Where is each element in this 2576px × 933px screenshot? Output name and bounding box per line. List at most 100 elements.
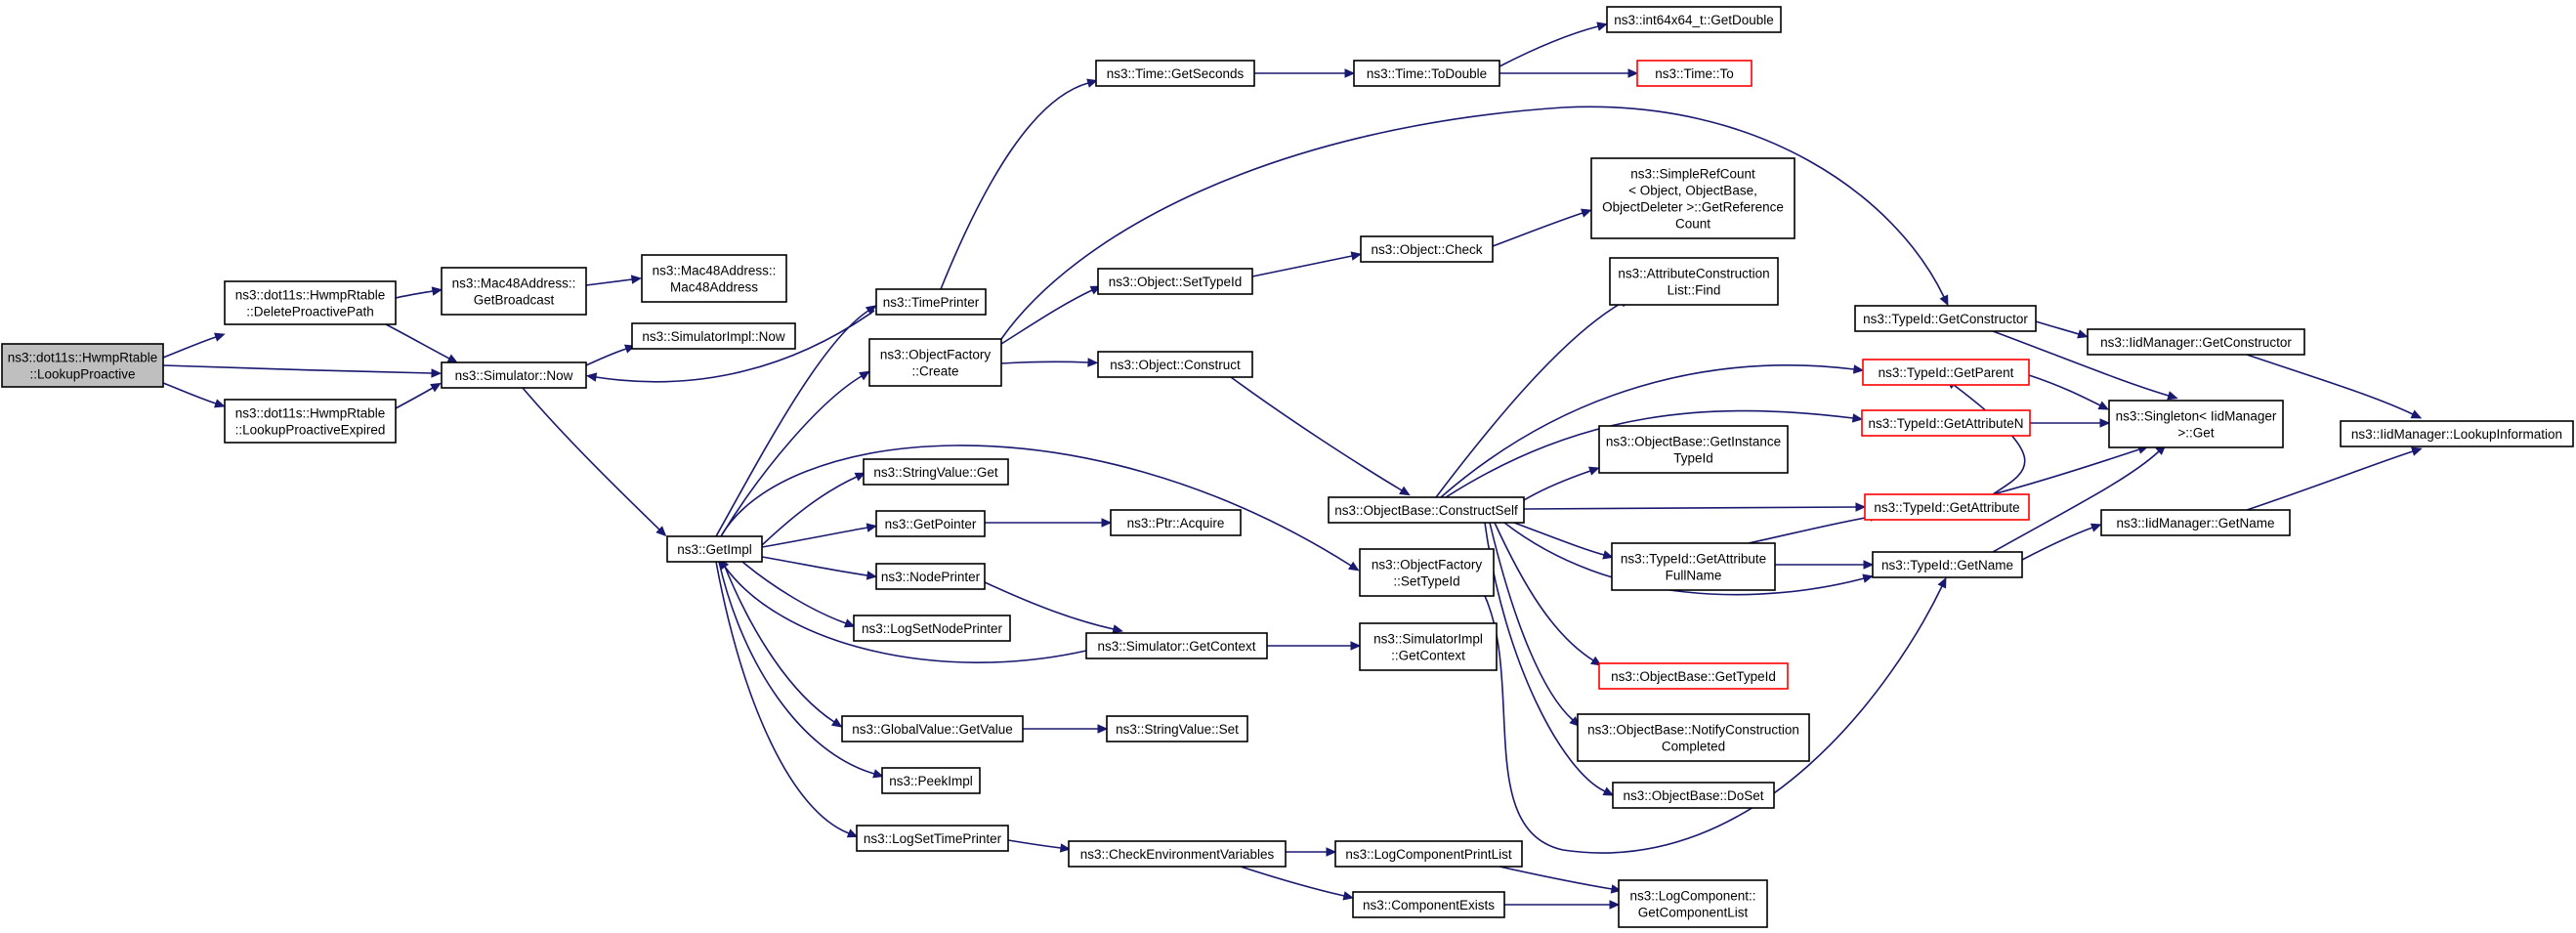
edge-typeid_get_constructor-to-singleton_iidmanager_get	[1992, 330, 2178, 401]
node-singleton-iidmanager-get[interactable]: ns3::Singleton< IidManager>::Get	[2108, 400, 2284, 448]
node-string-value-get[interactable]: ns3::StringValue::Get	[863, 458, 1009, 486]
node-label-line: >::Get	[2177, 426, 2214, 441]
edge-time_printer-to-time_get_seconds	[940, 78, 1098, 290]
node-box	[853, 615, 1011, 642]
node-check-env-vars[interactable]: ns3::CheckEnvironmentVariables	[1068, 840, 1287, 868]
node-typeid-get-attribute[interactable]: ns3::TypeId::GetAttribute	[1864, 493, 2030, 521]
edge-arrowhead	[630, 275, 643, 284]
node-time-to[interactable]: ns3::Time::To	[1636, 60, 1753, 87]
node-ptr-acquire[interactable]: ns3::Ptr::Acquire	[1110, 509, 1242, 536]
node-object-construct[interactable]: ns3::Object::Construct	[1097, 351, 1253, 378]
edge-object_factory_set_type_id-to-typeid_get_name	[1484, 576, 1947, 854]
node-mac48-ctor[interactable]: ns3::Mac48Address::Mac48Address	[641, 254, 787, 303]
edge-arrowhead	[1855, 502, 1867, 512]
edge-arrowhead	[1101, 518, 1113, 528]
edge-arrowhead	[1097, 724, 1109, 734]
node-box	[1612, 782, 1775, 809]
edge-log_component_print_list-to-log_component_get_component_list	[1499, 866, 1623, 894]
node-objectbase-construct-self[interactable]: ns3::ObjectBase::ConstructSelf	[1328, 496, 1525, 524]
call-graph-edges	[162, 21, 2423, 910]
node-label-line: ::DeleteProactivePath	[246, 305, 374, 319]
edge-lookup_proactive-to-lookup_proactive_expired	[162, 382, 226, 408]
edge-simulator_now-to-get_impl	[522, 387, 667, 537]
node-objectbase-get-type-id[interactable]: ns3::ObjectBase::GetTypeId	[1598, 662, 1789, 690]
node-typeid-get-constructor[interactable]: ns3::TypeId::GetConstructor	[1854, 305, 2037, 332]
edge-node_printer-to-simulator_get_context	[984, 581, 1123, 634]
node-log-component-get-component-list[interactable]: ns3::LogComponent::GetComponentList	[1618, 879, 1768, 928]
node-box	[1360, 235, 1494, 263]
edge-arrowhead	[872, 769, 884, 779]
edge-arrowhead	[1862, 573, 1874, 583]
edge-lookup_proactive-to-delete_proactive_path	[162, 332, 226, 359]
node-object-factory-set-type-id[interactable]: ns3::ObjectFactory::SetTypeId	[1359, 548, 1495, 597]
edge-simulator_get_context-to-simulatorimpl_get_context	[1267, 641, 1362, 651]
node-object-set-type-id[interactable]: ns3::Object::SetTypeId	[1097, 268, 1253, 295]
node-box	[1864, 493, 2030, 521]
node-label-line: ns3::TypeId::GetAttribute	[1621, 552, 1766, 567]
node-box	[441, 361, 587, 389]
node-box	[1636, 60, 1753, 87]
node-log-set-node-printer[interactable]: ns3::LogSetNodePrinter	[853, 615, 1011, 642]
edge-arrowhead	[1087, 358, 1099, 367]
edge-arrowhead	[1851, 413, 1864, 423]
node-time-to-double[interactable]: ns3::Time::ToDouble	[1353, 60, 1500, 87]
edge-arrowhead	[1589, 656, 1602, 666]
node-time-get-seconds[interactable]: ns3::Time::GetSeconds	[1095, 60, 1255, 87]
node-int64x64-get-double[interactable]: ns3::int64x64_t::GetDouble	[1606, 6, 1782, 33]
edge-arrowhead	[846, 828, 859, 838]
node-objectbase-do-set[interactable]: ns3::ObjectBase::DoSet	[1612, 782, 1775, 809]
node-box	[1598, 425, 1789, 474]
node-delete-proactive-path[interactable]: ns3::dot11s::HwmpRtable::DeleteProactive…	[224, 280, 397, 325]
node-simulator-now[interactable]: ns3::Simulator::Now	[441, 361, 587, 389]
node-simple-ref-count[interactable]: ns3::SimpleRefCount< Object, ObjectBase,…	[1590, 157, 1795, 239]
node-log-set-time-printer[interactable]: ns3::LogSetTimePrinter	[856, 825, 1009, 852]
node-typeid-get-parent[interactable]: ns3::TypeId::GetParent	[1862, 359, 2030, 386]
node-iidmanager-get-name[interactable]: ns3::IidManager::GetName	[2100, 509, 2291, 536]
node-box	[2087, 328, 2305, 356]
node-lookup-proactive-expired[interactable]: ns3::dot11s::HwmpRtable::LookupProactive…	[224, 399, 397, 444]
edge-arrowhead	[1344, 68, 1356, 78]
node-box	[1106, 715, 1248, 742]
node-component-exists[interactable]: ns3::ComponentExists	[1352, 891, 1505, 918]
edge-check_env_vars-to-log_component_print_list	[1286, 847, 1337, 857]
node-iidmanager-get-constructor[interactable]: ns3::IidManager::GetConstructor	[2087, 328, 2305, 356]
node-box	[1359, 622, 1498, 671]
node-iidmanager-lookup-information[interactable]: ns3::IidManager::LookupInformation	[2340, 420, 2574, 447]
node-typeid-get-name[interactable]: ns3::TypeId::GetName	[1872, 551, 2023, 578]
node-label-line: ns3::ObjectBase::NotifyConstruction	[1587, 723, 1799, 738]
edge-iidmanager_get_constructor-to-iidmanager_lookup_information	[2246, 354, 2423, 419]
node-box	[2108, 400, 2284, 448]
node-box	[441, 267, 587, 316]
node-get-impl[interactable]: ns3::GetImpl	[666, 535, 763, 563]
node-box	[1577, 713, 1810, 762]
node-simulatorimpl-now[interactable]: ns3::SimulatorImpl::Now	[631, 322, 796, 350]
node-box	[1618, 879, 1768, 928]
node-objectbase-notify-construction-completed[interactable]: ns3::ObjectBase::NotifyConstructionCompl…	[1577, 713, 1810, 762]
node-label-line: ns3::Mac48Address::	[653, 264, 777, 278]
node-string-value-set[interactable]: ns3::StringValue::Set	[1106, 715, 1248, 742]
node-mac48-get-broadcast[interactable]: ns3::Mac48Address::GetBroadcast	[441, 267, 587, 316]
node-time-printer[interactable]: ns3::TimePrinter	[875, 288, 987, 316]
node-simulator-get-context[interactable]: ns3::Simulator::GetContext	[1085, 632, 1268, 659]
node-object-check[interactable]: ns3::Object::Check	[1360, 235, 1494, 263]
node-box	[1110, 509, 1242, 536]
node-box	[1862, 359, 2030, 386]
node-simulatorimpl-get-context[interactable]: ns3::SimulatorImpl::GetContext	[1359, 622, 1498, 671]
node-log-component-print-list[interactable]: ns3::LogComponentPrintList	[1334, 840, 1523, 868]
node-typeid-get-attribute-n[interactable]: ns3::TypeId::GetAttributeN	[1861, 409, 2031, 437]
edge-delete_proactive_path-to-simulator_now	[385, 323, 459, 363]
node-box	[224, 399, 397, 444]
node-lookup-proactive[interactable]: ns3::dot11s::HwmpRtable::LookupProactive	[1, 343, 164, 388]
node-object-factory-create[interactable]: ns3::ObjectFactory::Create	[868, 338, 1002, 387]
node-label-line: ns3::ObjectFactory	[880, 348, 992, 362]
node-label-line: ns3::ObjectBase::ConstructSelf	[1334, 503, 1518, 518]
node-label-line: ns3::TypeId::GetAttribute	[1874, 500, 2019, 515]
node-label-line: ns3::StringValue::Get	[873, 465, 998, 480]
node-node-printer[interactable]: ns3::NodePrinter	[875, 563, 986, 590]
node-global-value-get-value[interactable]: ns3::GlobalValue::GetValue	[841, 715, 1024, 742]
node-get-pointer[interactable]: ns3::GetPointer	[875, 510, 986, 537]
node-peek-impl[interactable]: ns3::PeekImpl	[881, 767, 981, 794]
